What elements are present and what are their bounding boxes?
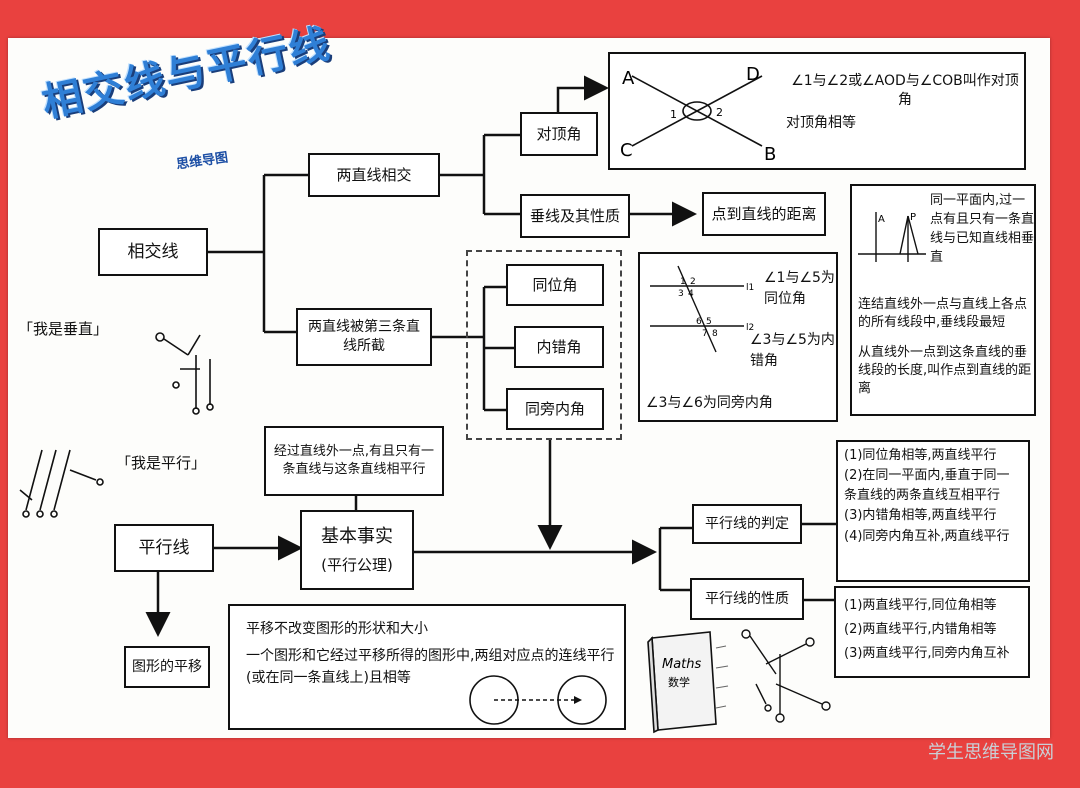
node-same-side-angles: 同旁内角 bbox=[506, 388, 604, 430]
node-vertical-angles: 对顶角 bbox=[520, 112, 598, 156]
judgment-rule-3: (3)内错角相等,两直线平行 bbox=[844, 508, 997, 524]
perpendicular-shortest: 连结直线外一点与直线上各点的所有线段中,垂线段最短 bbox=[858, 297, 1028, 331]
cut-by-third-label: 两直线被第三条直线所截 bbox=[308, 319, 420, 354]
angle-label-8: 8 bbox=[712, 329, 718, 339]
stick-figure-parallel-icon bbox=[19, 449, 104, 518]
node-translation: 图形的平移 bbox=[124, 646, 210, 688]
perpendicular-uniqueness: 同一平面内,过一点有且只有一条直线与已知直线相垂直 bbox=[930, 193, 1035, 265]
label-perp-A: A bbox=[878, 214, 885, 225]
parallel-axiom-text: 经过直线外一点,有且只有一条直线与这条直线相平行 bbox=[264, 426, 444, 496]
node-cut-by-third-line: 两直线被第三条直线所截 bbox=[296, 308, 432, 366]
parallel-property-detail: (1)两直线平行,同位角相等 (2)两直线平行,内错角相等 (3)两直线平行,同… bbox=[834, 586, 1030, 678]
translation-correspondence: 一个图形和它经过平移所得的图形中,两组对应点的连线平行(或在同一条直线上)且相等 bbox=[246, 648, 615, 686]
note-perpendicular: 「我是垂直」 bbox=[18, 320, 109, 338]
judgment-rule-2: (2)在同一平面内,垂直于同一条直线的两条直线互相平行 bbox=[844, 468, 1010, 504]
corresponding-angle-example: ∠1与∠5为同位角 bbox=[764, 270, 835, 307]
label-1: 1 bbox=[670, 108, 677, 121]
basic-fact-label: 基本事实 bbox=[321, 525, 393, 547]
transversal-figure: 1 2 3 4 5 6 7 8 l1 l2 bbox=[650, 265, 754, 353]
label-C: C bbox=[620, 140, 633, 161]
line-label-l1: l1 bbox=[746, 283, 754, 293]
property-rule-2: (2)两直线平行,内错角相等 bbox=[844, 622, 997, 638]
translation-detail: 平移不改变图形的形状和大小 一个图形和它经过平移所得的图形中,两组对应点的连线平… bbox=[228, 604, 626, 730]
parallel-judgment-detail: (1)同位角相等,两直线平行 (2)在同一平面内,垂直于同一条直线的两条直线互相… bbox=[836, 440, 1030, 582]
angle-label-6: 6 bbox=[696, 317, 702, 327]
book-label-cn: 数学 bbox=[668, 675, 690, 689]
label-perp-P: P bbox=[910, 212, 916, 223]
property-rule-3: (3)两直线平行,同旁内角互补 bbox=[844, 646, 1010, 662]
node-parallel-judgment: 平行线的判定 bbox=[692, 504, 802, 544]
vertical-angles-detail: A D C B 1 2 ∠1与∠2或∠AOD与∠COB叫作对顶角 对顶角相等 bbox=[608, 52, 1026, 170]
note-parallel: 「我是平行」 bbox=[116, 454, 207, 472]
angle-label-1: 1 bbox=[680, 277, 686, 287]
angle-label-4: 4 bbox=[688, 289, 694, 299]
perpendicular-figure: A P bbox=[858, 212, 926, 262]
angle-types-group bbox=[466, 250, 622, 440]
translation-property: 平移不改变图形的形状和大小 bbox=[246, 621, 428, 637]
alternate-angle-example: ∠3与∠5为内错角 bbox=[750, 332, 835, 369]
translation-circles-figure bbox=[469, 675, 607, 725]
perpendicular-detail: A P 同一平面内,过一点有且只有一条直线与已知直线相垂直 连结直线外一点与直线… bbox=[850, 184, 1036, 416]
node-basic-fact: 基本事实 (平行公理) bbox=[300, 510, 414, 590]
angle-types-detail: 1 2 3 4 5 6 7 8 l1 l2 ∠1与∠5为同位角 ∠3与∠5为内错… bbox=[638, 252, 838, 422]
stick-figure-perpendicular-icon bbox=[155, 332, 214, 415]
node-parallel-lines: 平行线 bbox=[114, 524, 214, 572]
line-label-l2: l2 bbox=[746, 323, 754, 333]
node-alternate-angles: 内错角 bbox=[514, 326, 604, 368]
label-B: B bbox=[764, 144, 776, 165]
node-intersecting-lines: 相交线 bbox=[98, 228, 208, 276]
same-side-angle-example: ∠3与∠6为同旁内角 bbox=[646, 395, 773, 411]
angle-label-7: 7 bbox=[702, 329, 708, 339]
node-corresponding-angles: 同位角 bbox=[506, 264, 604, 306]
angle-label-5: 5 bbox=[706, 317, 712, 327]
judgment-rule-4: (4)同旁内角互补,两直线平行 bbox=[844, 528, 1010, 544]
point-line-distance-definition: 从直线外一点到这条直线的垂线段的长度,叫作点到直线的距离 bbox=[858, 345, 1032, 397]
watermark: 学生思维导图网 bbox=[928, 742, 1054, 763]
judgment-rule-1: (1)同位角相等,两直线平行 bbox=[844, 448, 997, 463]
property-rule-1: (1)两直线平行,同位角相等 bbox=[844, 598, 997, 613]
angle-label-2: 2 bbox=[690, 277, 696, 287]
node-point-line-distance: 点到直线的距离 bbox=[702, 192, 826, 236]
label-D: D bbox=[746, 64, 760, 85]
angle-label-3: 3 bbox=[678, 289, 684, 299]
label-2: 2 bbox=[716, 106, 723, 119]
node-parallel-property: 平行线的性质 bbox=[690, 578, 804, 620]
vertical-angles-definition: ∠1与∠2或∠AOD与∠COB叫作对顶角 bbox=[791, 73, 1019, 108]
node-perpendicular: 垂线及其性质 bbox=[520, 194, 630, 238]
book-label: Maths bbox=[662, 657, 702, 672]
lines-doodle-icon bbox=[741, 629, 831, 723]
maths-book-icon: Maths 数学 bbox=[647, 631, 729, 734]
vertical-angles-figure: A D C B 1 2 bbox=[620, 64, 776, 165]
label-A: A bbox=[622, 68, 635, 89]
vertical-angles-equal: 对顶角相等 bbox=[786, 115, 856, 131]
node-two-lines-intersect: 两直线相交 bbox=[308, 153, 440, 197]
parallel-axiom-label: (平行公理) bbox=[321, 556, 393, 575]
